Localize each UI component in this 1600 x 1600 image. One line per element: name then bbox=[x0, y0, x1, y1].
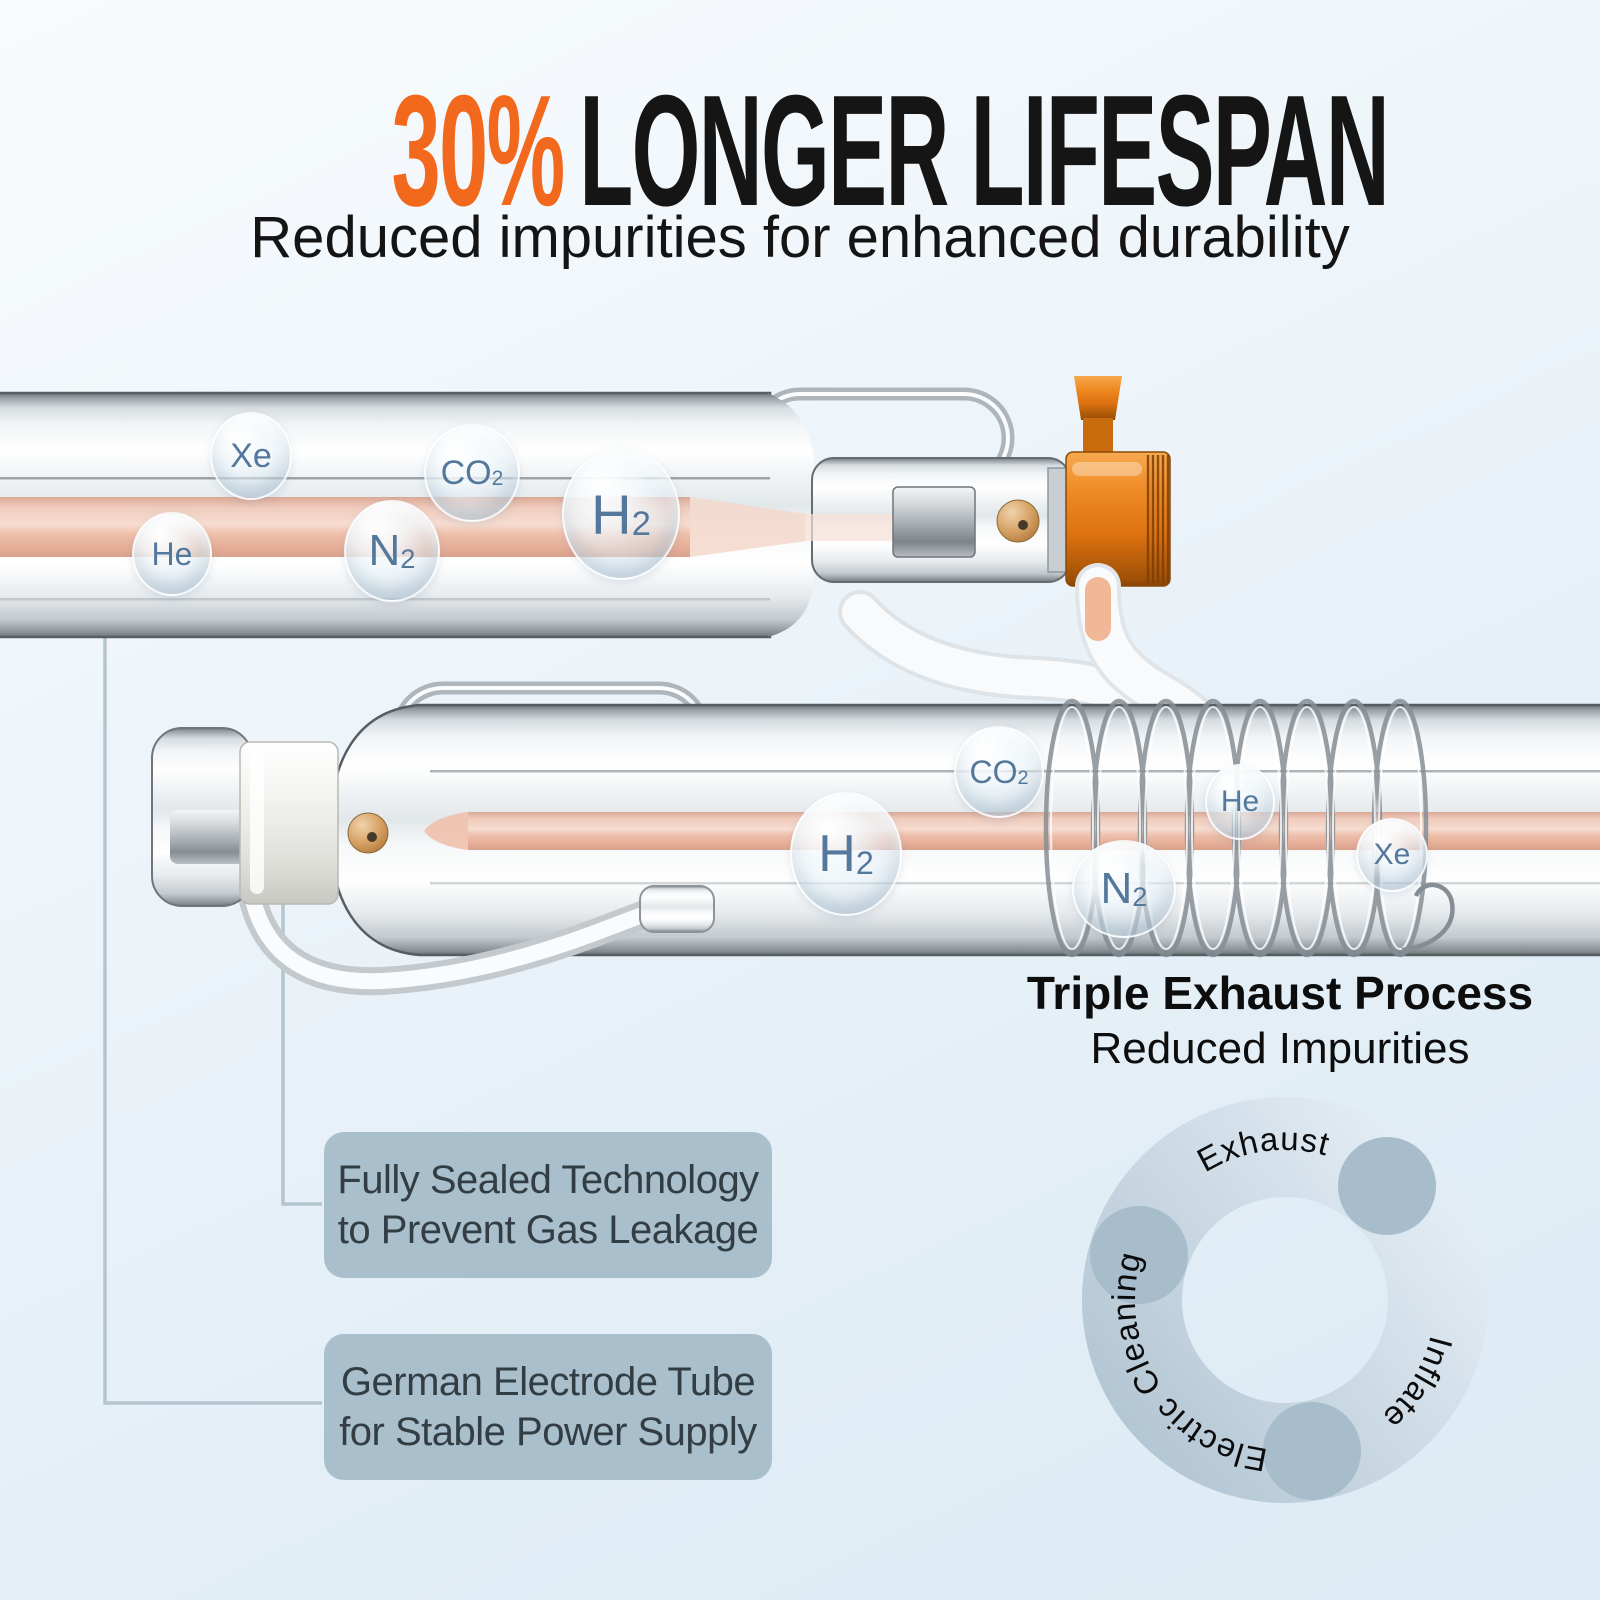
electrode-elbow-pipe bbox=[238, 882, 715, 996]
upper-anode-ball bbox=[996, 499, 1040, 543]
gas-valve bbox=[1047, 376, 1171, 587]
cap-metal-core bbox=[170, 810, 256, 864]
ring-node-exhaust-inflate bbox=[1338, 1137, 1436, 1235]
callout-lines bbox=[103, 515, 322, 1405]
ring-node-cleaning-exhaust bbox=[1090, 1206, 1188, 1304]
ring-node-inflate-cleaning bbox=[1263, 1402, 1361, 1500]
lower-anode-ball bbox=[347, 812, 389, 854]
lower-laser-tube bbox=[151, 681, 1600, 996]
valve-knurl bbox=[1146, 455, 1170, 583]
process-ring: Exhaust Inflate Electric Cleaning bbox=[1082, 1097, 1488, 1503]
callout-line-seal bbox=[281, 795, 322, 1206]
callout-line-electrode bbox=[103, 515, 322, 1405]
valve-nozzle-neck bbox=[1083, 418, 1113, 456]
ceramic-electrode bbox=[239, 741, 339, 905]
valve-nozzle bbox=[1074, 376, 1122, 420]
upper-laser-tube bbox=[0, 376, 1225, 749]
upper-metal-electrode bbox=[892, 486, 976, 558]
silicone-tubes bbox=[838, 563, 1225, 749]
